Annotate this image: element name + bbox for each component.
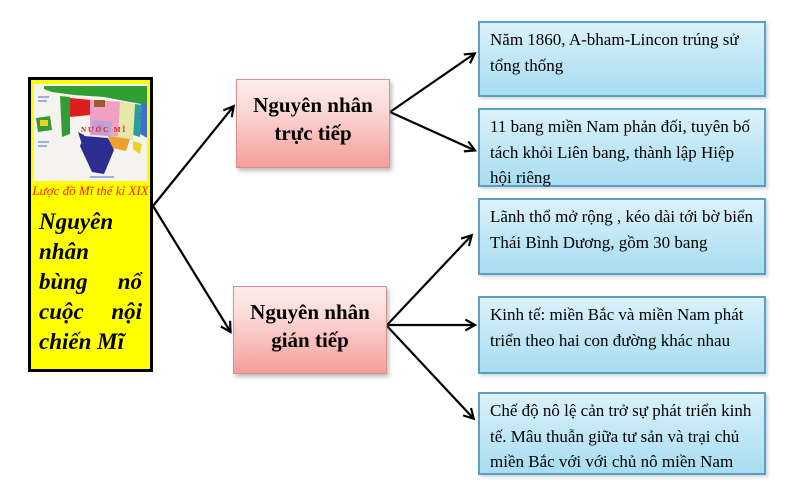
branch-direct-causes: Nguyên nhân trực tiếp <box>236 79 390 168</box>
leaf-economic-paths: Kinh tế: miền Bắc và miền Nam phát triển… <box>478 296 766 374</box>
branch-indirect-label: Nguyên nhân gián tiếp <box>250 300 370 352</box>
leaf-text: Chế độ nô lệ cản trở sự phát triển kinh … <box>490 401 752 471</box>
leaf-text: Năm 1860, A-bham-Lincon trúng sử tổng th… <box>490 30 739 75</box>
branch-direct-label: Nguyên nhân trực tiếp <box>253 93 373 145</box>
us-map-illustration: NƯỚC MĨ <box>34 84 147 181</box>
branch-indirect-causes: Nguyên nhân gián tiếp <box>233 286 387 374</box>
us-map-image: NƯỚC MĨ <box>34 84 147 181</box>
root-cause-box: NƯỚC MĨ Lược đồ Mĩ thế kỉ XIX Nguyên nhâ… <box>28 77 153 372</box>
map-country-label: NƯỚC MĨ <box>81 126 127 134</box>
leaf-territory-expansion: Lãnh thổ mở rộng , kéo dài tới bờ biển T… <box>478 198 766 275</box>
leaf-text: 11 bang miền Nam phản đối, tuyên bố tách… <box>490 117 750 187</box>
leaf-southern-secession: 11 bang miền Nam phản đối, tuyên bố tách… <box>478 108 766 187</box>
leaf-text: Kinh tế: miền Bắc và miền Nam phát triển… <box>490 305 744 350</box>
leaf-lincoln-elected: Năm 1860, A-bham-Lincon trúng sử tổng th… <box>478 21 766 97</box>
arrow-direct-to-leaf2 <box>389 110 474 150</box>
arrow-root-to-indirect <box>152 205 230 331</box>
map-caption: Lược đồ Mĩ thế kỉ XIX <box>32 183 149 198</box>
arrow-indirect-to-leaf5 <box>386 325 473 418</box>
leaf-slavery-conflict: Chế độ nô lệ cản trở sự phát triển kinh … <box>478 392 766 475</box>
arrow-direct-to-leaf1 <box>389 54 474 113</box>
arrow-root-to-direct <box>152 107 233 207</box>
map-ocean-label-marks <box>38 96 145 178</box>
root-title: Nguyên nhân bùng nổ cuộc nội chiến Mĩ <box>39 209 142 354</box>
arrow-indirect-to-leaf3 <box>386 236 471 326</box>
leaf-text: Lãnh thổ mở rộng , kéo dài tới bờ biển T… <box>490 207 754 252</box>
